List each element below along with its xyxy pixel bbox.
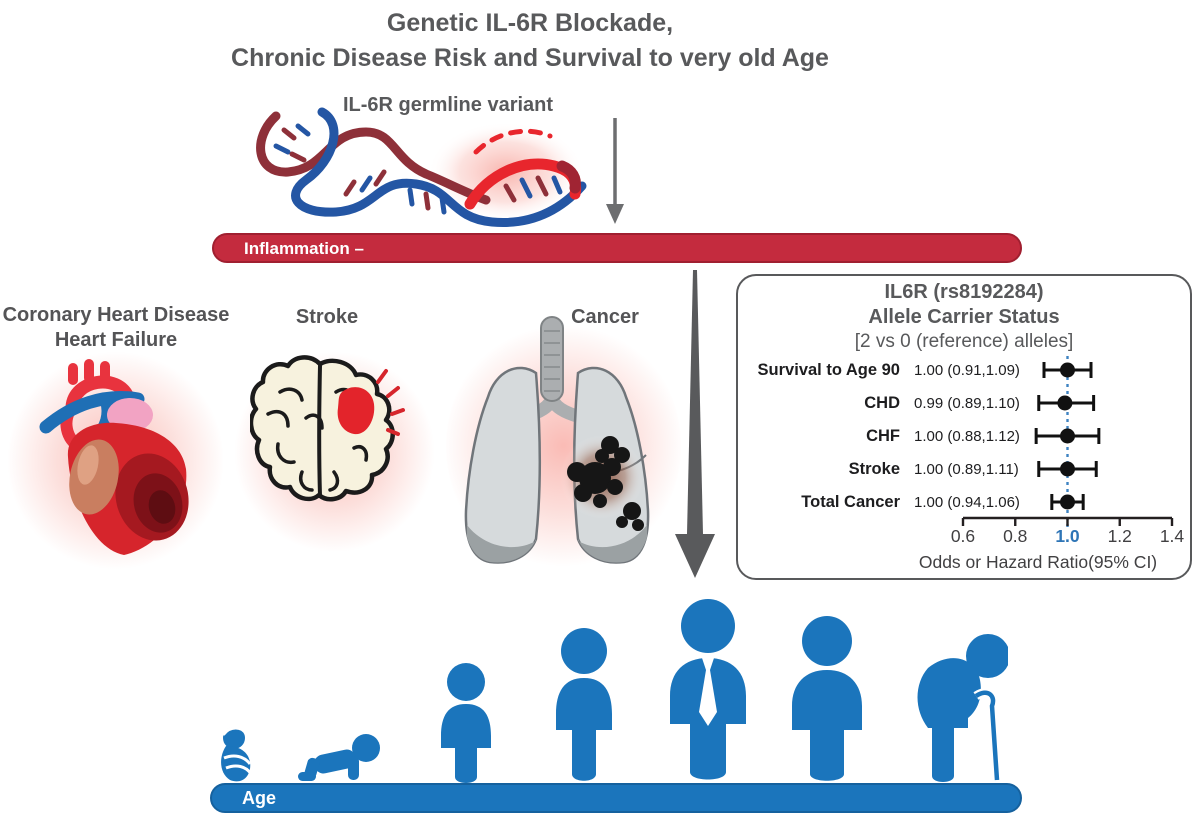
forest-plot-panel: IL6R (rs8192284) Allele Carrier Status […	[736, 274, 1192, 580]
lungs-illustration-icon	[464, 316, 650, 564]
crawling-infant-figure-icon	[298, 734, 380, 781]
swaddled-newborn-figure-icon	[221, 726, 253, 782]
small-down-arrow-icon	[606, 118, 624, 224]
x-tick-label: 1.2	[1108, 526, 1132, 546]
title-line-1: Genetic IL-6R Blockade,	[386, 9, 674, 37]
dna-strand-maroon	[256, 111, 491, 205]
point-estimate	[1057, 395, 1073, 411]
cane	[974, 690, 1000, 781]
row-value-chf: 1.00 (0.88,1.12)	[914, 428, 1020, 445]
variant-dashed-arc	[473, 128, 553, 155]
age-bar-label: Age	[242, 788, 277, 808]
inflammation-bar-label: Inflammation –	[244, 239, 364, 258]
chd-hf-label: Coronary Heart Disease Heart Failure	[2, 303, 230, 353]
point-estimate	[1060, 362, 1075, 378]
stroke-flash-dashes	[376, 369, 405, 436]
chd-label-line1: Coronary Heart Disease	[2, 304, 230, 326]
x-tick-label: 1.4	[1160, 526, 1185, 546]
x-tick-label: 1.0	[1055, 526, 1080, 546]
tumor-nodules	[567, 436, 644, 531]
elderly-with-cane-figure-icon	[917, 634, 1008, 782]
big-down-arrow-icon	[675, 270, 715, 578]
x-tick-label: 0.6	[951, 526, 975, 546]
older-adult-figure-icon	[792, 616, 862, 781]
row-value-stroke: 1.00 (0.89,1.11)	[914, 461, 1019, 478]
x-tick-label: 0.8	[1003, 526, 1027, 546]
dna-variant-label: IL-6R germline variant	[342, 94, 554, 116]
dna-rungs	[273, 123, 563, 215]
heart-illustration-icon	[39, 359, 189, 555]
panel-title-line1: IL6R (rs8192284)	[884, 281, 1044, 303]
panel-title-line3: [2 vs 0 (reference) alleles]	[854, 331, 1074, 352]
child-figure-icon	[441, 663, 491, 783]
point-estimate	[1060, 494, 1075, 510]
forest-plot-svg: 0.6 0.8 1.0 1.2 1.4	[951, 356, 1185, 546]
dna-strand-blue	[291, 107, 587, 228]
row-label-chf: CHF	[866, 427, 900, 445]
row-label-total-cancer: Total Cancer	[801, 493, 900, 511]
variant-segment-cap	[556, 160, 581, 194]
tie	[699, 658, 717, 726]
brain-illustration-icon	[250, 355, 405, 502]
figure-title: Genetic IL-6R Blockade, Chronic Disease …	[130, 6, 930, 76]
x-axis-title: Odds or Hazard Ratio(95% CI)	[918, 552, 1158, 572]
chd-label-line2: Heart Failure	[54, 329, 178, 351]
title-line-2: Chronic Disease Risk and Survival to ver…	[231, 44, 829, 72]
row-label-survival: Survival to Age 90	[757, 361, 900, 379]
row-value-chd: 0.99 (0.89,1.10)	[914, 395, 1020, 412]
trachea-rings	[544, 330, 560, 392]
adult-with-tie-figure-icon	[670, 599, 746, 780]
row-value-total-cancer: 1.00 (0.94,1.06)	[914, 494, 1020, 511]
age-bar: Age	[210, 783, 1022, 813]
stroke-label: Stroke	[295, 306, 359, 328]
row-label-chd: CHD	[864, 394, 900, 412]
adolescent-figure-icon	[556, 628, 612, 781]
inflammation-bar: Inflammation –	[212, 233, 1022, 263]
point-estimate	[1060, 428, 1075, 444]
dna-double-helix-icon	[256, 107, 587, 228]
row-value-survival: 1.00 (0.91,1.09)	[914, 362, 1020, 379]
point-estimate	[1060, 461, 1075, 477]
row-label-stroke: Stroke	[848, 460, 900, 478]
panel-title-line2: Allele Carrier Status	[868, 306, 1060, 328]
